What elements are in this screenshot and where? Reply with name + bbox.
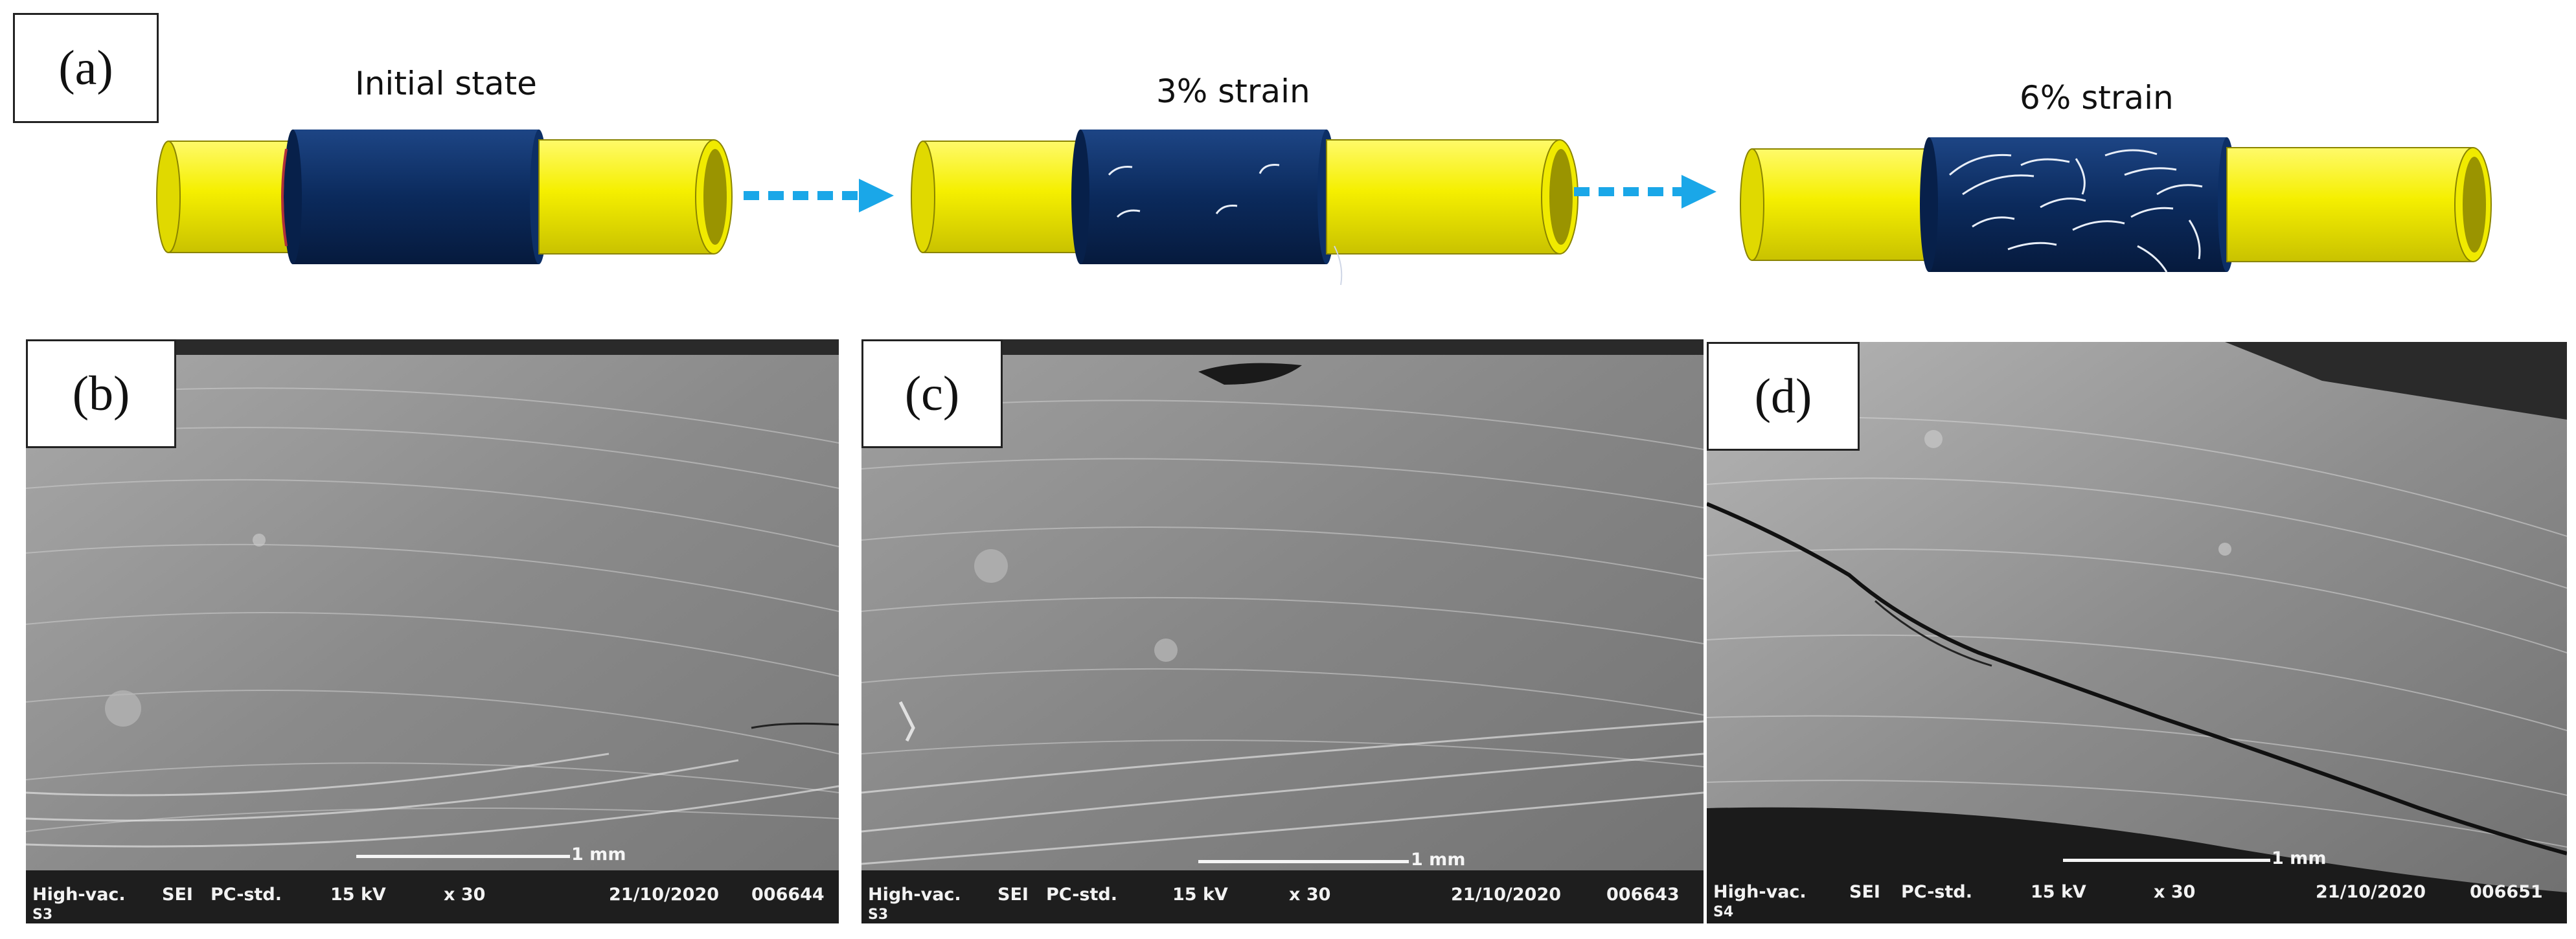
sem-image-d: 1 mm High-vac. SEI PC-std. 15 kV x 30 21… [1707,342,2567,923]
fiber-initial-state [156,130,733,264]
footer-image-no: 006651 [2470,882,2543,902]
footer-stage: S4 [1713,904,1734,920]
footer-stage: S3 [868,907,889,923]
footer-vacuum: High-vac. [1713,882,1807,902]
footer-standard: PC-std. [1046,885,1117,905]
footer-magnification: x 30 [444,885,486,905]
sem-footer-b: High-vac. SEI PC-std. 15 kV x 30 21/10/2… [26,878,839,923]
footer-voltage: 15 kV [1172,885,1228,905]
footer-mode: SEI [162,885,193,905]
fiber-6pct-strain [1740,137,2492,273]
sem-footer-c: High-vac. SEI PC-std. 15 kV x 30 21/10/2… [861,878,1704,923]
arrow-2 [1574,175,1716,209]
footer-date: 21/10/2020 [609,885,720,905]
footer-magnification: x 30 [1289,885,1331,905]
footer-standard: PC-std. [211,885,282,905]
panel-label-a: (a) [13,13,159,123]
footer-mode: SEI [1849,882,1880,902]
micro-cracks [1108,164,1280,218]
scale-label-c: 1 mm [1411,850,1466,870]
footer-voltage: 15 kV [2031,882,2086,902]
dense-cracks [1949,149,2203,273]
footer-vacuum: High-vac. [868,885,961,905]
footer-date: 21/10/2020 [2316,882,2426,902]
state-label-6pct: 6% strain [2020,79,2174,117]
sem-image-c: 1 mm High-vac. SEI PC-std. 15 kV x 30 21… [861,339,1704,923]
fiber-right [538,139,714,255]
state-label-3pct: 3% strain [1156,73,1310,110]
arrow-1 [744,179,894,212]
state-label-initial: Initial state [355,65,537,102]
footer-image-no: 006644 [751,885,825,905]
scale-label-d: 1 mm [2272,848,2327,868]
fiber-3pct-strain [911,130,1579,286]
fiber-left-end [156,141,181,253]
footer-magnification: x 30 [2154,882,2196,902]
scale-bar-b [356,855,570,858]
panel-label-c: (c) [861,339,1003,448]
panel-label-d: (d) [1707,342,1860,451]
scale-bar-d [2063,859,2270,862]
footer-voltage: 15 kV [330,885,386,905]
panel-label-b: (b) [26,339,176,448]
footer-mode: SEI [997,885,1029,905]
sem-footer-d: High-vac. SEI PC-std. 15 kV x 30 21/10/2… [1707,878,2567,923]
footer-vacuum: High-vac. [32,885,126,905]
schematic-diagram [156,130,2492,286]
footer-image-no: 006643 [1606,885,1680,905]
sleeve [293,130,539,264]
footer-stage: S3 [32,907,53,923]
footer-standard: PC-std. [1901,882,1972,902]
scale-label-b: 1 mm [571,844,626,865]
footer-date: 21/10/2020 [1451,885,1562,905]
scale-bar-c [1198,860,1409,863]
